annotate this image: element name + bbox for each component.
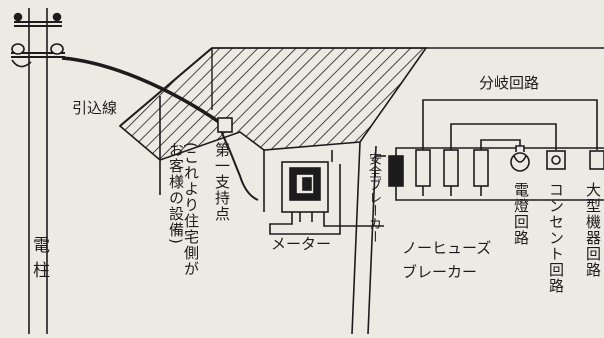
no-fuse-breaker-label: ノーヒューズ ブレーカー <box>402 239 492 281</box>
utility-pole <box>11 8 65 334</box>
utility-pole-label: 電柱 <box>29 236 49 286</box>
service-drop-label: 引込線 <box>72 99 118 117</box>
branch-circuits-label: 分岐回路 <box>479 74 540 92</box>
branch-circuit-wiring <box>422 99 598 196</box>
safety-breaker <box>388 147 604 201</box>
no-fuse-breakers <box>415 149 489 187</box>
outlet-circuit-label: コンセント回路 <box>547 182 565 294</box>
first-support-point-label: 第一支持点 <box>213 142 231 222</box>
outlet-icon <box>546 150 566 170</box>
safety-breaker-label: 安全ブレーカー <box>366 152 381 243</box>
meter-label: メーター <box>271 235 332 253</box>
light-bulb-icon <box>510 145 530 172</box>
house-roof <box>118 47 604 335</box>
lighting-circuit-label: 電燈回路 <box>512 182 530 246</box>
first-support-point-box <box>217 117 233 133</box>
customer-equipment-note: (これより住宅側が お客様の設備) <box>167 142 200 277</box>
meter <box>269 150 386 235</box>
large-appliance-box <box>589 150 604 170</box>
large-appliance-circuit-label: 大型機器回路 <box>584 182 602 278</box>
